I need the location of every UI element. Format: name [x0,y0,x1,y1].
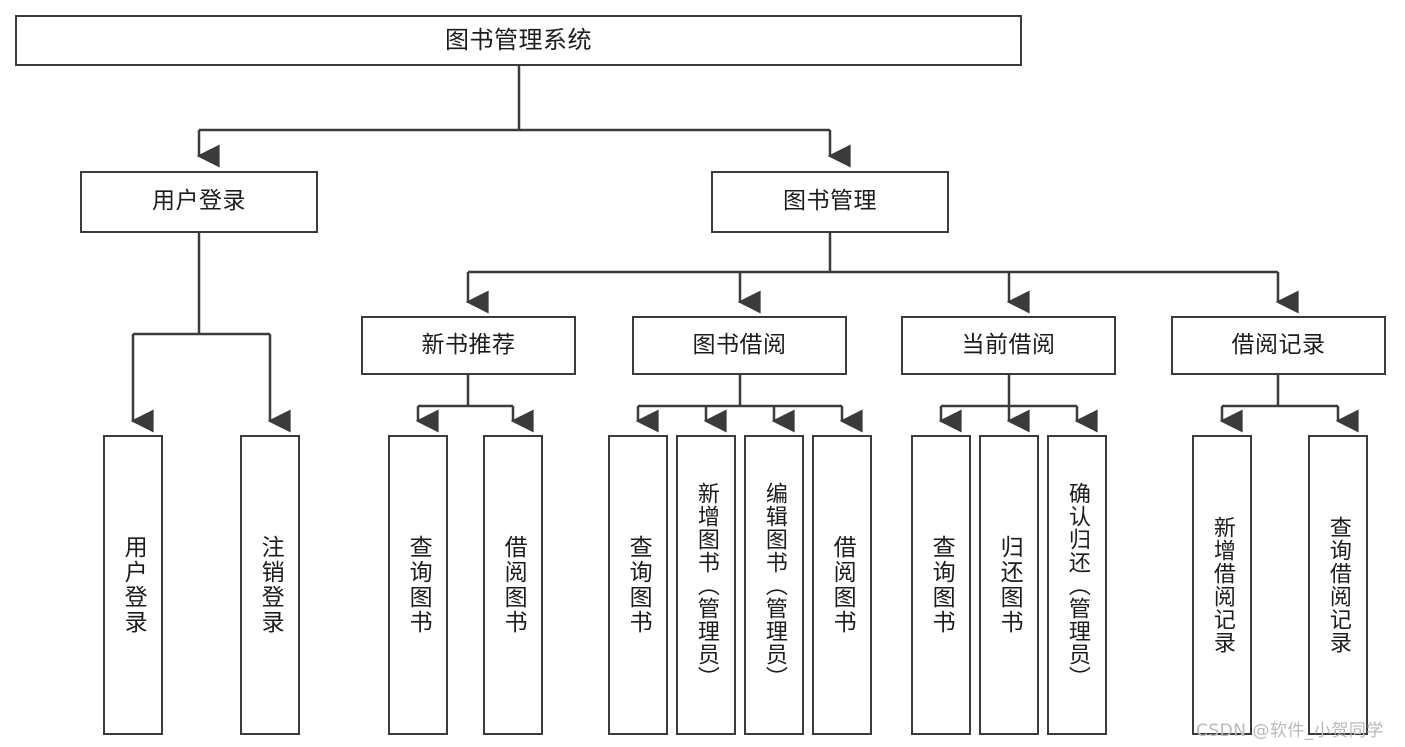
node-leaf-query-record[interactable]: 查询借阅记录 [1308,435,1368,735]
node-user-login[interactable]: 用户登录 [80,171,318,233]
node-new-book-rec-label: 新书推荐 [421,331,516,358]
node-leaf-user-logout-label: 注销登录 [257,535,284,635]
node-leaf-user-login[interactable]: 用户登录 [103,435,163,735]
node-current-borrow-label: 当前借阅 [961,331,1056,358]
node-root-label: 图书管理系统 [445,26,592,55]
node-leaf-confirm-return[interactable]: 确认归还（管理员） [1047,435,1107,735]
node-root[interactable]: 图书管理系统 [15,15,1022,66]
node-leaf-query-book-2-label: 查询图书 [625,535,652,635]
node-leaf-user-logout[interactable]: 注销登录 [240,435,300,735]
node-borrow-record-label: 借阅记录 [1231,331,1326,358]
node-leaf-edit-book[interactable]: 编辑图书（管理员） [744,435,804,735]
node-book-manage[interactable]: 图书管理 [711,171,949,233]
node-book-manage-label: 图书管理 [783,188,877,215]
node-leaf-borrow-book-1-label: 借阅图书 [500,535,527,635]
node-leaf-query-record-label: 查询借阅记录 [1325,516,1351,654]
node-leaf-borrow-book-2-label: 借阅图书 [829,535,856,635]
node-leaf-return-book-label: 归还图书 [996,535,1023,635]
node-leaf-borrow-book-2[interactable]: 借阅图书 [812,435,872,735]
node-leaf-return-book[interactable]: 归还图书 [979,435,1039,735]
node-leaf-user-login-label: 用户登录 [120,535,147,635]
node-leaf-query-book-3[interactable]: 查询图书 [911,435,971,735]
node-new-book-rec[interactable]: 新书推荐 [361,316,576,375]
node-current-borrow[interactable]: 当前借阅 [901,316,1116,375]
node-leaf-borrow-book-1[interactable]: 借阅图书 [483,435,543,735]
node-user-login-label: 用户登录 [152,188,246,215]
node-leaf-query-book-2[interactable]: 查询图书 [608,435,668,735]
node-leaf-add-book-label: 新增图书（管理员） [693,481,719,689]
node-book-borrow[interactable]: 图书借阅 [632,316,847,375]
csdn-watermark: CSDN @软件_小贺同学 [1196,721,1384,741]
node-borrow-record[interactable]: 借阅记录 [1171,316,1386,375]
node-book-borrow-label: 图书借阅 [692,331,787,358]
node-leaf-query-book-1[interactable]: 查询图书 [388,435,448,735]
node-leaf-confirm-return-label: 确认归还（管理员） [1064,481,1090,689]
node-leaf-add-record[interactable]: 新增借阅记录 [1192,435,1252,735]
node-leaf-add-record-label: 新增借阅记录 [1209,516,1235,654]
node-leaf-query-book-3-label: 查询图书 [928,535,955,635]
node-leaf-add-book[interactable]: 新增图书（管理员） [676,435,736,735]
node-leaf-edit-book-label: 编辑图书（管理员） [761,481,787,689]
node-leaf-query-book-1-label: 查询图书 [405,535,432,635]
